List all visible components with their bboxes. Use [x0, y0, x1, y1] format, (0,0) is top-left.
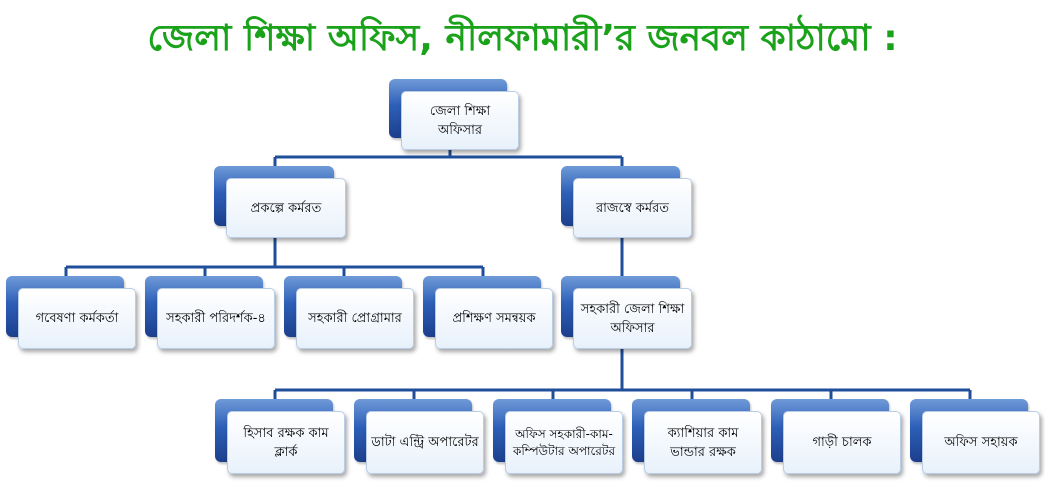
node-label: ডাটা এন্ট্রি অপারেটর: [366, 411, 484, 474]
node-training-coordinator: প্রশিক্ষণ সমন্বয়ক: [423, 276, 553, 349]
node-label: গাড়ী চালক: [783, 411, 901, 474]
node-research-officer: গবেষণা কর্মকর্তা: [6, 276, 136, 349]
node-label: জেলা শিক্ষা অফিসার: [401, 91, 519, 150]
node-label: অফিস সহায়ক: [922, 411, 1040, 474]
node-label: অফিস সহকারী-কাম-কম্পিউটার অপারেটর: [505, 411, 623, 474]
node-label: হিসাব রক্ষক কাম ক্লার্ক: [227, 411, 345, 474]
node-accountant-clerk: হিসাব রক্ষক কাম ক্লার্ক: [215, 399, 345, 474]
node-office-assistant-computer-operator: অফিস সহকারী-কাম-কম্পিউটার অপারেটর: [493, 399, 623, 474]
node-label: রাজস্বে কর্মরত: [573, 178, 692, 238]
node-label: ক্যাশিয়ার কাম ভান্ডার রক্ষক: [644, 411, 762, 474]
node-driver: গাড়ী চালক: [771, 399, 901, 474]
node-assistant-inspector: সহকারী পরিদর্শক-৪: [145, 276, 275, 349]
node-assistant-district-education-officer: সহকারী জেলা শিক্ষা অফিসার: [561, 276, 692, 349]
node-office-helper: অফিস সহায়ক: [910, 399, 1040, 474]
node-label: সহকারী জেলা শিক্ষা অফিসার: [573, 288, 692, 349]
node-district-education-officer: জেলা শিক্ষা অফিসার: [389, 79, 519, 150]
page-title: জেলা শিক্ষা অফিস, নীলফামারী’র জনবল কাঠাম…: [147, 18, 898, 59]
node-project-staff: প্রকল্পে কর্মরত: [214, 166, 346, 238]
node-label: গবেষণা কর্মকর্তা: [18, 288, 136, 349]
node-assistant-programmer: সহকারী প্রোগ্রামার: [284, 276, 414, 349]
node-label: সহকারী প্রোগ্রামার: [296, 288, 414, 349]
node-data-entry-operator: ডাটা এন্ট্রি অপারেটর: [354, 399, 484, 474]
node-cashier-store-keeper: ক্যাশিয়ার কাম ভান্ডার রক্ষক: [632, 399, 762, 474]
node-revenue-staff: রাজস্বে কর্মরত: [561, 166, 692, 238]
node-label: প্রশিক্ষণ সমন্বয়ক: [435, 288, 553, 349]
node-label: প্রকল্পে কর্মরত: [226, 178, 346, 238]
node-label: সহকারী পরিদর্শক-৪: [157, 288, 275, 349]
